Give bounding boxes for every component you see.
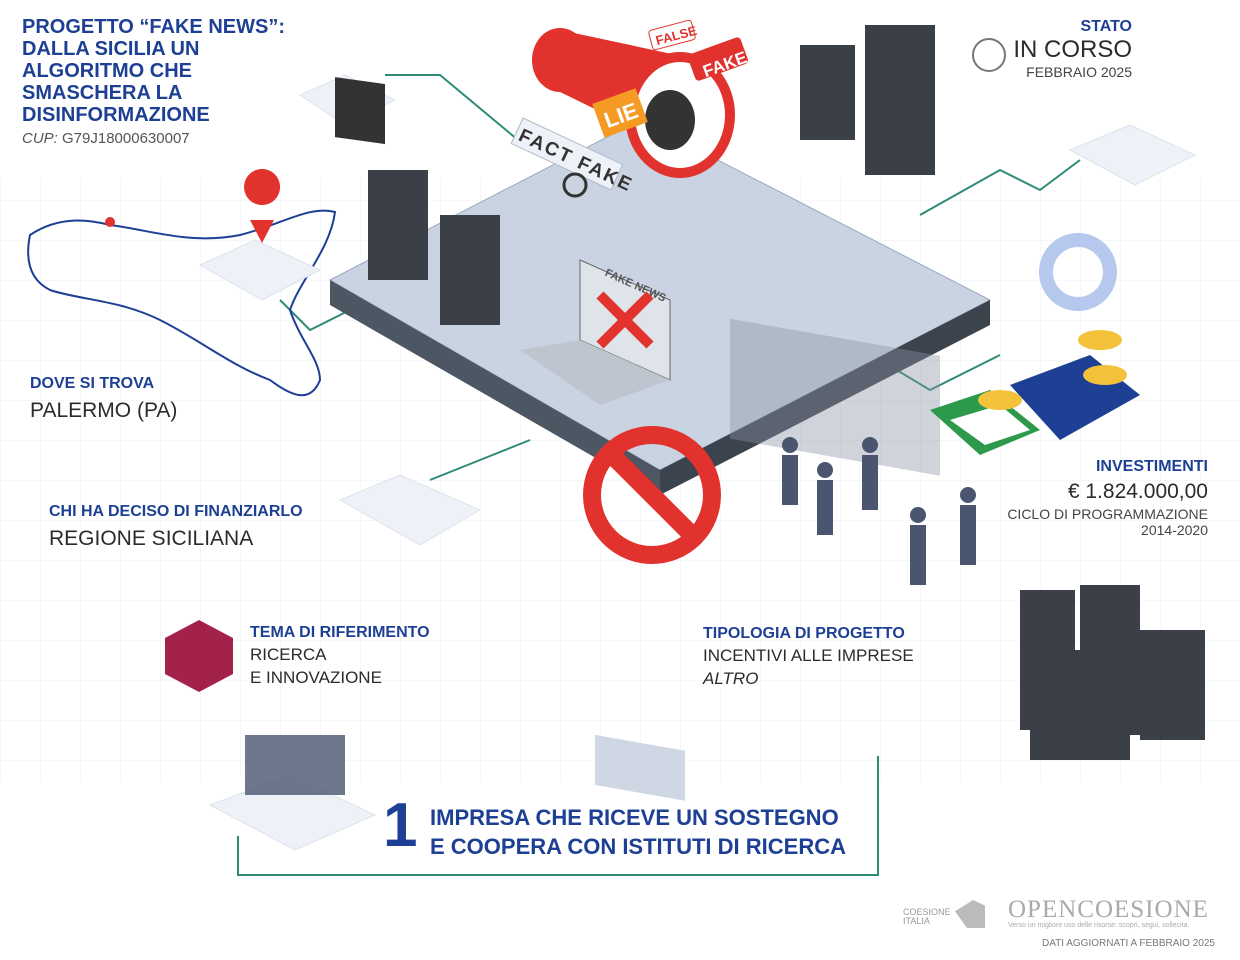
coesione-italia-logo: COESIONE ITALIA [903,907,951,926]
location-label: DOVE SI TROVA [30,375,155,392]
updated-date: DATI AGGIORNATI A FEBBRAIO 2025 [1041,938,1215,949]
cup-label: CUP: [22,130,58,147]
funder-label: CHI HA DECISO DI FINANZIARLO [49,503,303,520]
beneficiaries-line1: IMPRESA CHE RICEVE UN SOSTEGNO [430,805,839,830]
stop-sign [583,426,721,564]
tagline: Verso un migliore uso delle risorse: sco… [1008,922,1190,929]
opencoesione-logo[interactable]: OPENCOESIONE [1008,896,1209,923]
investment-label: INVESTIMENTI [1095,458,1208,475]
type-line2: ALTRO [703,669,759,688]
cup-value: G79J18000630007 [62,130,190,147]
sicily-map [27,209,337,397]
investment-cycle: CICLO DI PROGRAMMAZIONE [1007,506,1208,522]
status-date: FEBBRAIO 2025 [1026,64,1132,80]
funder-value: REGIONE SICILIANA [49,527,254,550]
clock-icon [972,38,1006,72]
status-value: IN CORSO [1013,36,1132,63]
beneficiaries-box [237,756,879,876]
status-label: STATO [1080,18,1132,35]
beneficiaries-line2: E COOPERA CON ISTITUTI DI RICERCA [430,834,846,859]
theme-label: TEMA DI RIFERIMENTO [250,624,430,641]
project-title: PROGETTO “FAKE NEWS”: DALLA SICILIA UN A… [22,16,285,126]
beneficiaries-count: 1 [383,791,418,860]
location-value: PALERMO (PA) [30,399,178,422]
type-line1: INCENTIVI ALLE IMPRESE [703,646,914,665]
cup-code: CUP: G79J18000630007 [22,130,190,147]
type-label: TIPOLOGIA DI PROGETTO [703,625,905,642]
investment-years: 2014-2020 [1141,522,1208,538]
theme-line2: E INNOVAZIONE [250,668,382,687]
theme-line1: RICERCA [250,645,327,664]
investment-value: € 1.824.000,00 [1067,480,1208,503]
box-edge [237,836,239,876]
gear-icon [1039,233,1117,311]
